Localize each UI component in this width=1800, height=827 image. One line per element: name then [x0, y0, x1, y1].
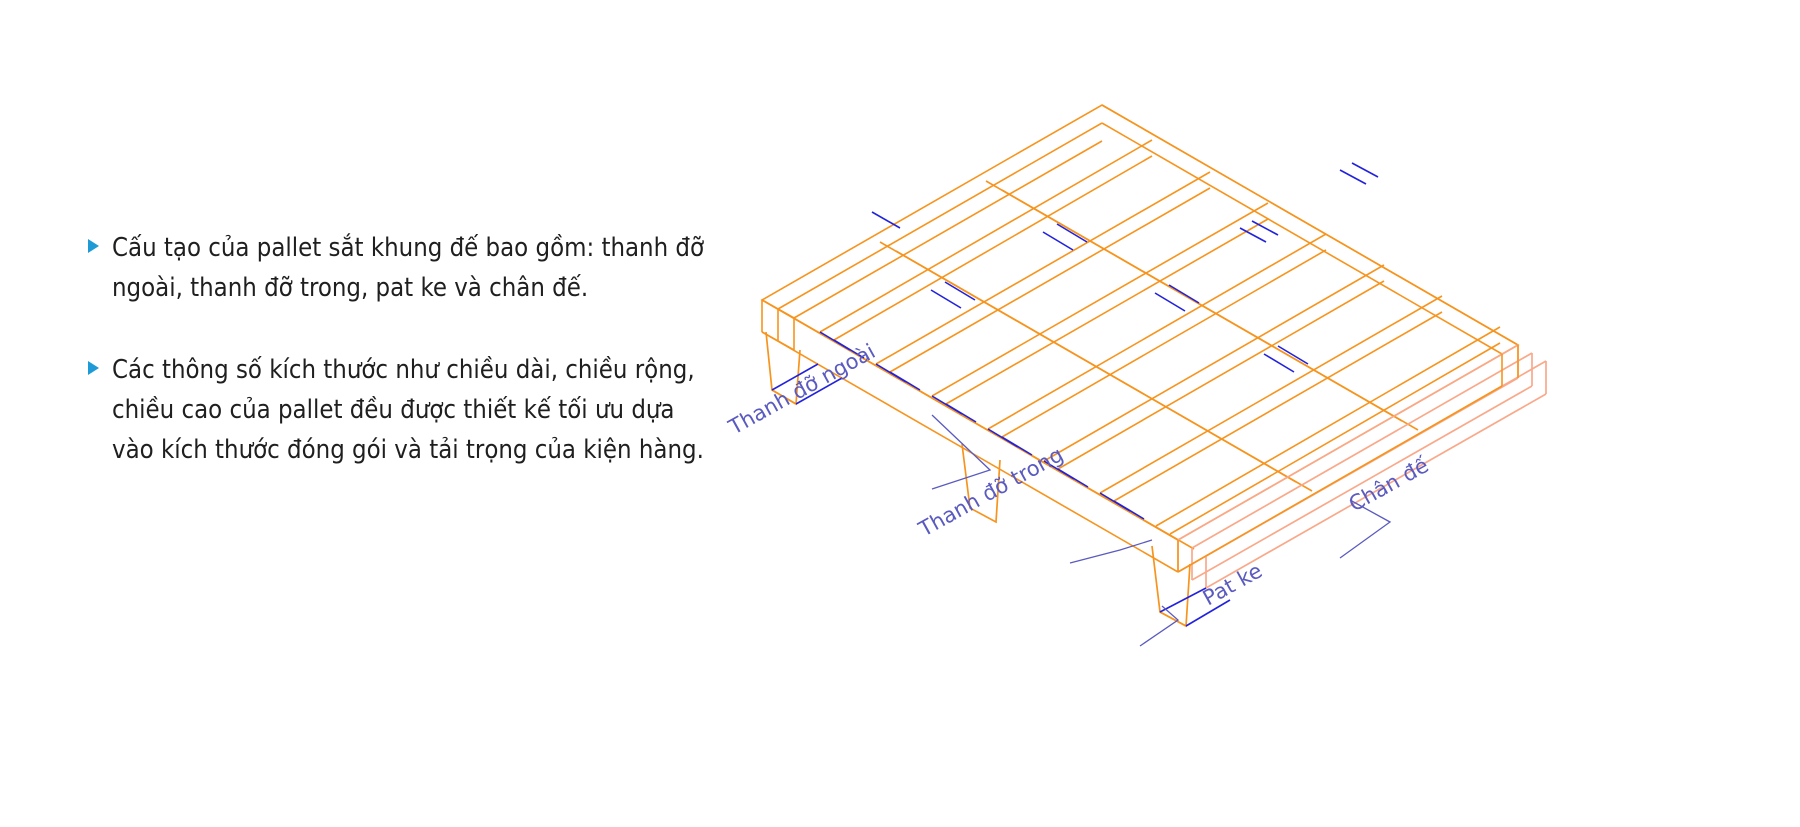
list-item: Các thông số kích thước như chiều dài, c…	[88, 350, 708, 470]
bullet-structure-text: Cấu tạo của pallet sắt khung đế bao gồm:…	[112, 233, 705, 303]
pallet-left-end-face	[761, 299, 1179, 573]
pallet-legs	[765, 331, 1191, 628]
triangle-right-icon	[88, 361, 99, 375]
pallet-deck-slats	[760, 104, 1520, 541]
triangle-right-icon	[88, 239, 99, 253]
pallet-leg-accents	[771, 363, 1231, 627]
description-text-column: Cấu tạo của pallet sắt khung đế bao gồm:…	[88, 228, 708, 470]
list-item: Cấu tạo của pallet sắt khung đế bao gồm:…	[88, 228, 708, 308]
callout-label-pat-ke: Pat ke	[1199, 558, 1266, 610]
pallet-blue-brackets	[819, 162, 1379, 520]
bullet-dimensions-text: Các thông số kích thước như chiều dài, c…	[112, 355, 704, 465]
callout-leader-lines	[931, 414, 1392, 647]
callout-labels: Thanh đỡ ngoài Thanh đỡ trong Pat ke Châ…	[724, 339, 1433, 610]
steel-pallet-diagram: Thanh đỡ ngoài Thanh đỡ trong Pat ke Châ…	[700, 60, 1780, 660]
callout-label-thanh-do-trong: Thanh đỡ trong	[914, 442, 1067, 542]
pallet-right-end-face	[1177, 345, 1519, 573]
